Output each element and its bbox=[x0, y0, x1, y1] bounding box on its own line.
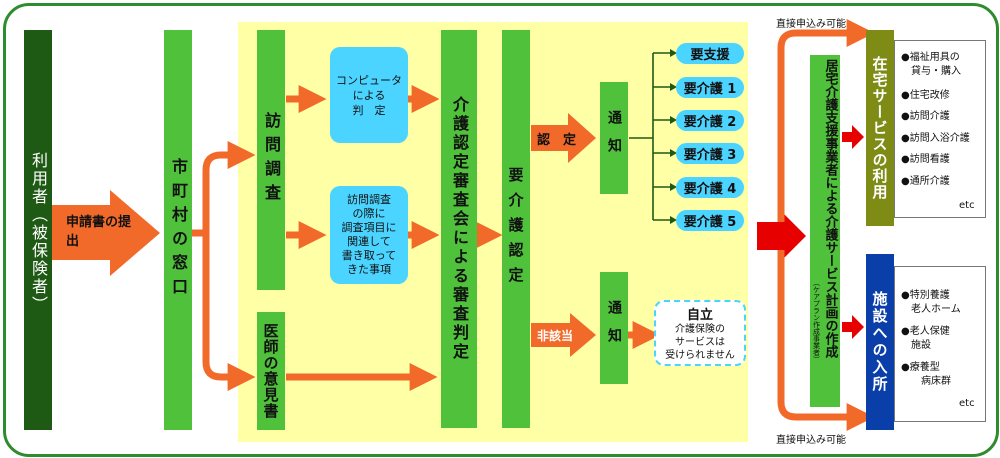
level-care-4: 要介護 4 bbox=[676, 177, 744, 198]
facility-item: ●療養型 病床群 bbox=[901, 362, 951, 387]
direct-bottom-label: 直接申込み可能 bbox=[776, 435, 846, 446]
facility-title: 施設への入所 bbox=[866, 254, 894, 430]
level-care-3: 要介護 3 bbox=[676, 143, 744, 164]
home-services-panel: ●福祉用具の 貸与・購入 ●住宅改修 ●訪問介護 ●訪問入浴介護 ●訪問看護 ●… bbox=[894, 40, 986, 218]
branch-to-home-visit bbox=[192, 141, 256, 237]
review-board-box: 介護認定審査会による審査判定 bbox=[441, 30, 477, 428]
notice-top-box: 通知 bbox=[600, 82, 628, 194]
arrow-to-home-services bbox=[842, 125, 864, 149]
notice-bottom-box: 通知 bbox=[600, 272, 628, 384]
care-plan-arrow bbox=[757, 210, 806, 262]
facility-item: ●特別養護 老人ホーム bbox=[901, 290, 961, 315]
arrow-to-facility bbox=[842, 315, 864, 339]
application-arrow bbox=[52, 190, 160, 276]
level-tree bbox=[629, 52, 670, 221]
home-service-item: ●訪問看護 bbox=[901, 154, 950, 165]
level-care-1: 要介護 1 bbox=[676, 77, 744, 98]
branch-to-doctor bbox=[202, 233, 256, 391]
not-applicable-label: 非該当 bbox=[537, 329, 574, 343]
direct-bottom-path bbox=[777, 250, 875, 431]
recorded-items-box: 訪問調査 の際に 調査項目に 関連して 書き取って きた事項 bbox=[330, 186, 408, 284]
home-service-item: ●訪問介護 bbox=[901, 111, 950, 122]
level-care-5: 要介護 5 bbox=[676, 210, 744, 231]
level-support: 要支援 bbox=[676, 43, 744, 64]
care-certification-box: 要介護認定 bbox=[502, 30, 530, 428]
user-label: 利用者（被保険者） bbox=[24, 30, 52, 430]
care-plan-label: 居宅介護支援事業者による介護サービス計画の作成 bbox=[822, 59, 838, 358]
self-reliant-title: 自立 bbox=[686, 308, 713, 323]
doctor-opinion-box: 医師の意見書 bbox=[257, 312, 285, 430]
care-plan-sub: （ケアプラン作成事業者） bbox=[812, 279, 821, 363]
care-plan-box: 居宅介護支援事業者による介護サービス計画の作成 （ケアプラン作成事業者） bbox=[810, 55, 840, 407]
home-service-item: ●福祉用具の 貸与・購入 bbox=[901, 52, 961, 77]
not-applicable-arrow bbox=[531, 313, 596, 357]
home-service-item: ●住宅改修 bbox=[901, 90, 950, 101]
certified-label: 認 定 bbox=[537, 133, 577, 148]
self-reliant-note: 介護保険の サービスは 受けられません bbox=[665, 324, 735, 361]
facility-etc: etc bbox=[959, 398, 975, 409]
home-service-item: ●訪問入浴介護 bbox=[901, 133, 970, 144]
level-care-2: 要介護 2 bbox=[676, 110, 744, 131]
facility-panel: ●特別養護 老人ホーム ●老人保健 施設 ●療養型 病床群 etc bbox=[894, 266, 986, 422]
home-services-etc: etc bbox=[959, 200, 975, 211]
municipality-box: 市町村の窓口 bbox=[164, 30, 192, 430]
home-service-item: ●通所介護 bbox=[901, 176, 950, 187]
facility-item: ●老人保健 施設 bbox=[901, 326, 950, 351]
level-tree-arrowheads bbox=[670, 49, 677, 224]
certified-arrow bbox=[531, 113, 596, 163]
self-reliant-box: 自立 介護保険の サービスは 受けられません bbox=[654, 300, 746, 366]
computer-judgment-box: コンピュータ による 判 定 bbox=[330, 47, 408, 143]
home-visit-box: 訪問調査 bbox=[257, 30, 285, 290]
direct-top-path bbox=[777, 19, 875, 222]
home-services-title: 在宅サービスの利用 bbox=[866, 30, 894, 226]
application-label: 申請書の提 出 bbox=[66, 215, 144, 249]
direct-top-label: 直接申込み可能 bbox=[776, 19, 846, 30]
